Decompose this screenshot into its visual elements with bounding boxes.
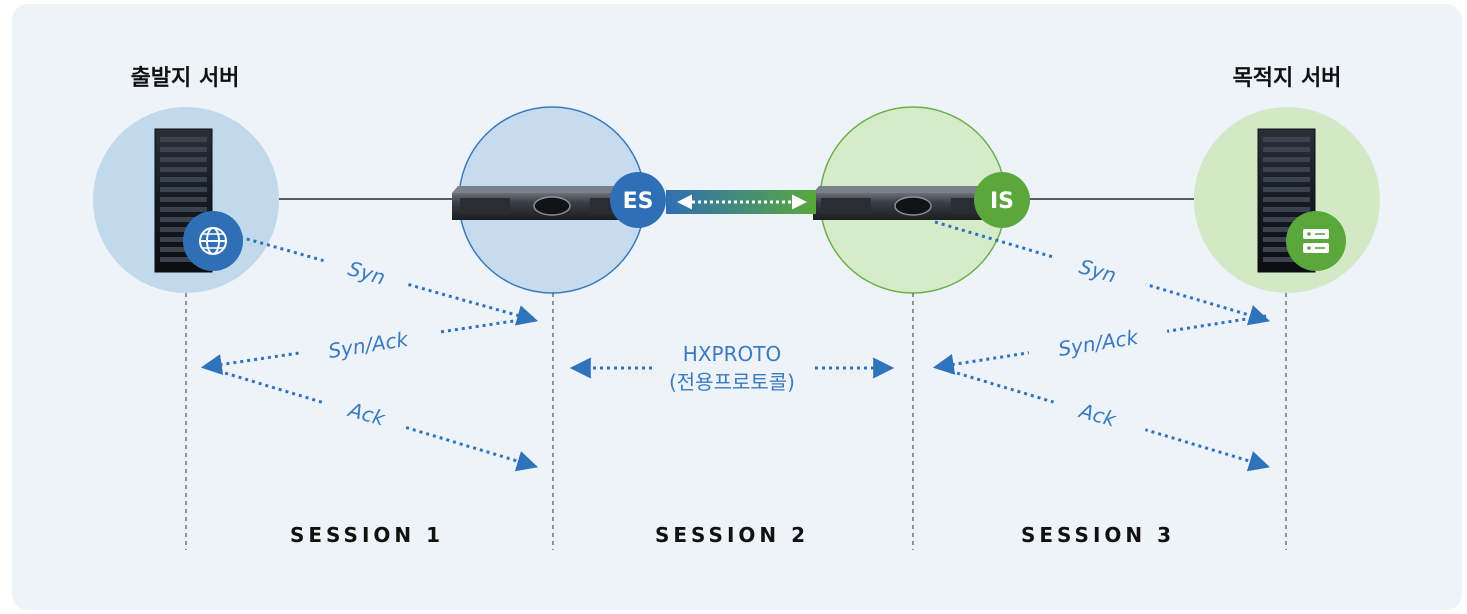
session1-label: SESSION 1 bbox=[290, 523, 444, 547]
session2-label: SESSION 2 bbox=[655, 523, 809, 547]
source-server bbox=[93, 107, 279, 293]
diagram-background bbox=[12, 4, 1462, 610]
session3-ack-label-bg bbox=[1046, 375, 1154, 453]
session1-ack-label-bg bbox=[316, 377, 414, 449]
es-node: ES bbox=[452, 106, 666, 294]
source-server-title: 출발지 서버 bbox=[131, 66, 240, 91]
session1-ack-arrow bbox=[204, 365, 539, 472]
es-is-link bbox=[666, 190, 816, 214]
globe-icon bbox=[183, 211, 243, 271]
is-badge-circle bbox=[974, 172, 1030, 228]
destination-server bbox=[1194, 107, 1380, 293]
session3-ack-arrow bbox=[936, 365, 1271, 472]
session3-syn-label-bg bbox=[1046, 231, 1154, 309]
protocol-name: HXPROTO bbox=[683, 342, 781, 366]
session1-synack-label-bg bbox=[297, 309, 443, 379]
database-server-icon bbox=[1286, 211, 1346, 271]
protocol-description: (전용프로토콜) bbox=[669, 370, 795, 394]
is-node: IS bbox=[813, 106, 1030, 294]
session3-synack-label-bg bbox=[1025, 307, 1171, 377]
destination-server-title: 목적지 서버 bbox=[1233, 66, 1342, 91]
es-badge-circle bbox=[610, 172, 666, 228]
session1-syn-label-bg bbox=[316, 236, 414, 308]
es-badge-label: ES bbox=[623, 189, 654, 214]
session1-syn-arrow bbox=[239, 235, 539, 326]
session3-label: SESSION 3 bbox=[1021, 523, 1175, 547]
is-badge-label: IS bbox=[990, 189, 1014, 214]
session3-syn-arrow bbox=[934, 220, 1271, 326]
